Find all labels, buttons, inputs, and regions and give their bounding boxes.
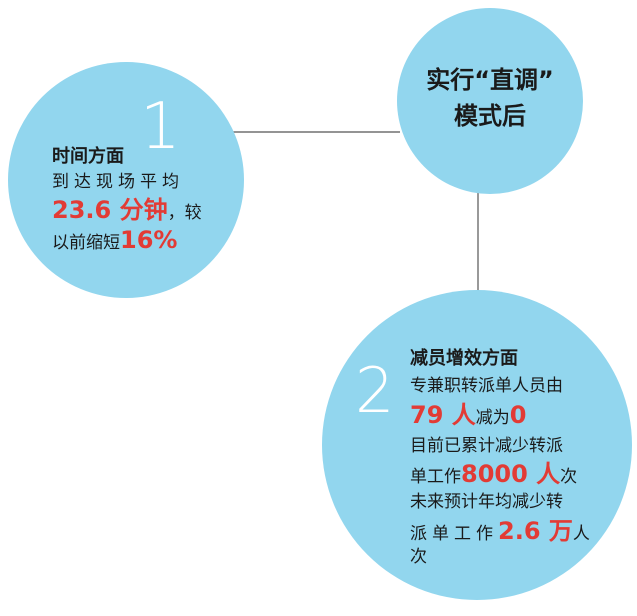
item1-value-minutes: 23.6 分钟 [52, 196, 168, 224]
item1-value-percent: 16% [120, 226, 178, 254]
item2-line6: 派单工作2.6 万人 [410, 517, 590, 548]
item2-line7: 次 [410, 547, 427, 567]
item1-line2: 23.6 分钟，较 [52, 196, 202, 227]
item1-number: 1 [140, 90, 181, 164]
item2-line2: 79 人减为0 [410, 401, 526, 432]
item2-line1: 专兼职转派单人员由 [410, 376, 563, 396]
center-title: 实行“直调” 模式后 [415, 62, 565, 134]
item2-line5: 未来预计年均减少转 [410, 492, 563, 512]
circle-staffing [322, 290, 632, 600]
item2-value-before: 79 人 [410, 401, 476, 429]
item2-line4-prefix: 单工作 [410, 467, 461, 487]
item2-number: 2 [355, 354, 395, 427]
item2-value-cumulative: 8000 人 [461, 460, 561, 488]
item2-value-after: 0 [509, 401, 527, 429]
item2-title: 减员增效方面 [410, 348, 518, 369]
item1-title: 时间方面 [52, 146, 124, 167]
center-title-line1: 实行“直调” [426, 66, 554, 94]
item2-mid: 减为 [475, 408, 510, 428]
circle-time [8, 62, 244, 298]
item1-line3: 以前缩短16% [52, 226, 177, 257]
center-title-line2: 模式后 [454, 102, 526, 130]
item2-value-annual: 2.6 万 [498, 517, 573, 545]
item1-line1: 到达现场平均 [52, 172, 184, 192]
circle-center [397, 8, 583, 194]
item2-line3: 目前已累计减少转派 [410, 436, 563, 456]
item2-line4-suffix: 次 [560, 467, 578, 487]
item2-line4: 单工作8000 人次 [410, 460, 577, 491]
item2-line6-suffix: 人 [572, 524, 590, 544]
item1-line3-prefix: 以前缩短 [52, 233, 120, 253]
item2-line6-prefix: 派单工作 [410, 524, 498, 544]
item1-suffix: ，较 [167, 203, 202, 223]
